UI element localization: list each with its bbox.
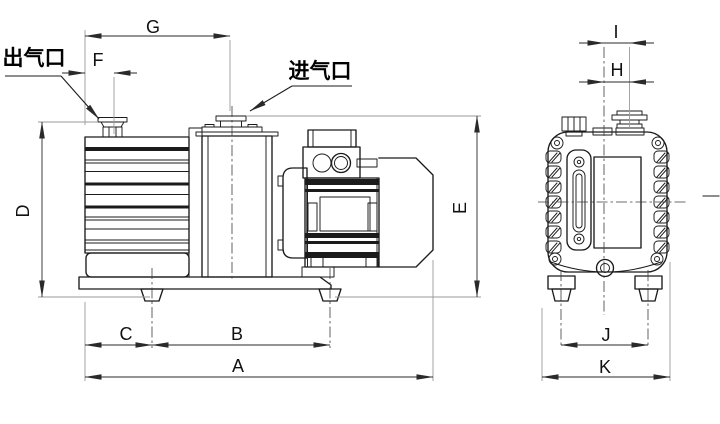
intake-tower — [195, 131, 279, 278]
end-feet — [547, 275, 663, 302]
cable-gland — [330, 152, 352, 174]
pump-body — [84, 127, 203, 278]
dim-c-label: C — [120, 324, 133, 344]
outlet-nut — [102, 126, 123, 138]
oil-box — [85, 252, 190, 278]
outlet-nut-flats — [108, 126, 117, 138]
outlet-leader-arrow — [60, 75, 100, 120]
dimension-i: I — [579, 22, 654, 128]
dim-g-label: G — [146, 17, 160, 37]
dim-g-extension-lines — [84, 30, 231, 125]
inlet-bolt — [247, 124, 258, 128]
bell-housing — [277, 167, 308, 259]
motor-fin-band — [305, 241, 379, 244]
outlet-taper — [100, 121, 125, 128]
adapter-tab — [277, 239, 284, 251]
dimension-d: D — [13, 121, 150, 298]
fin-hatch — [548, 152, 561, 253]
cooling-fin-band — [85, 182, 189, 186]
knob-neck — [565, 130, 583, 137]
motor-stator-window — [319, 196, 371, 232]
outlet-port — [97, 117, 128, 138]
terminal-box-lid — [307, 129, 357, 148]
motor-fin-band — [305, 233, 379, 238]
dim-d-label: D — [13, 205, 33, 218]
terminal-box-lid-ribs — [312, 129, 352, 148]
oil-fill-knob — [561, 116, 587, 137]
sight-glass-tube — [575, 173, 583, 229]
dim-h-label: H — [611, 60, 624, 80]
conduit-stub — [356, 158, 378, 168]
dim-k-extension-lines — [541, 262, 671, 381]
cooling-fin-band — [85, 205, 189, 209]
dim-f-label: F — [93, 50, 104, 70]
dimension-a: A — [84, 260, 434, 381]
adapter-tab — [277, 175, 284, 187]
inlet-leader-arrow — [249, 85, 293, 112]
motor-channel — [307, 202, 318, 232]
pump-end-view — [538, 47, 720, 348]
cooling-fin-band — [85, 147, 189, 151]
nameplate-window — [593, 156, 642, 249]
dimension-c: C — [84, 302, 153, 381]
motor — [302, 129, 434, 268]
motor-channel — [367, 202, 378, 232]
adapter-outline — [282, 167, 308, 259]
motor-body — [304, 177, 380, 268]
inlet-neck — [220, 120, 242, 128]
top-pad — [592, 127, 613, 136]
corner-screws — [548, 136, 665, 266]
dim-i-label: I — [613, 22, 618, 42]
dim-e-label: E — [450, 202, 470, 214]
dimension-f: F — [62, 50, 137, 134]
dim-b-label: B — [231, 324, 243, 344]
motor-foot — [365, 255, 379, 268]
body-end-plate — [188, 127, 203, 278]
motor-tie-rods — [307, 177, 378, 268]
outlet-callout: 出气口 — [3, 46, 100, 120]
dim-j-label: J — [602, 325, 611, 345]
end-fins-right — [653, 150, 670, 254]
foot-rear — [318, 288, 342, 302]
sight-glass-slot — [572, 169, 586, 233]
dimension-b: B — [151, 324, 331, 348]
dimension-j: J — [560, 325, 649, 348]
inlet-callout: 进气口 — [249, 59, 352, 112]
motor-fin-band — [305, 179, 379, 185]
motor-fin-band — [305, 189, 379, 192]
oil-sight-glass — [566, 149, 592, 251]
base-plate — [78, 276, 332, 290]
dimension-g: G — [84, 17, 231, 125]
inlet-bolt — [204, 124, 215, 128]
dim-k-label: K — [599, 357, 611, 377]
dim-a-label: A — [232, 356, 244, 376]
dimension-k: K — [541, 262, 671, 381]
tower-wall-lines — [207, 135, 267, 278]
body-outline — [84, 136, 190, 254]
dim-d-extension-lines — [38, 121, 150, 298]
drain-plug — [595, 258, 615, 278]
outlet-label: 出气口 — [3, 46, 66, 70]
dim-e-extension-lines — [246, 115, 481, 298]
fin-hatch — [656, 152, 669, 253]
pump-side-view — [78, 106, 434, 348]
sight-glass-plate — [566, 149, 592, 251]
outlet-flange — [97, 117, 128, 123]
cable-gland — [312, 153, 332, 173]
drain-plug-inner — [600, 263, 610, 273]
bottom-arc — [550, 261, 662, 273]
motor-support-pad — [301, 266, 335, 278]
inlet-top-flange — [215, 115, 247, 122]
base — [78, 266, 342, 302]
motor-fin-band — [305, 252, 379, 258]
dimension-e: E — [246, 115, 481, 298]
inlet-label: 进气口 — [289, 59, 352, 83]
knob-ribs — [567, 116, 581, 132]
dimension-h: H — [579, 60, 654, 85]
cooling-fins — [84, 159, 190, 251]
tower-body — [201, 135, 273, 278]
cable-gland-inner — [334, 156, 348, 170]
motor-end-bell — [378, 157, 434, 268]
